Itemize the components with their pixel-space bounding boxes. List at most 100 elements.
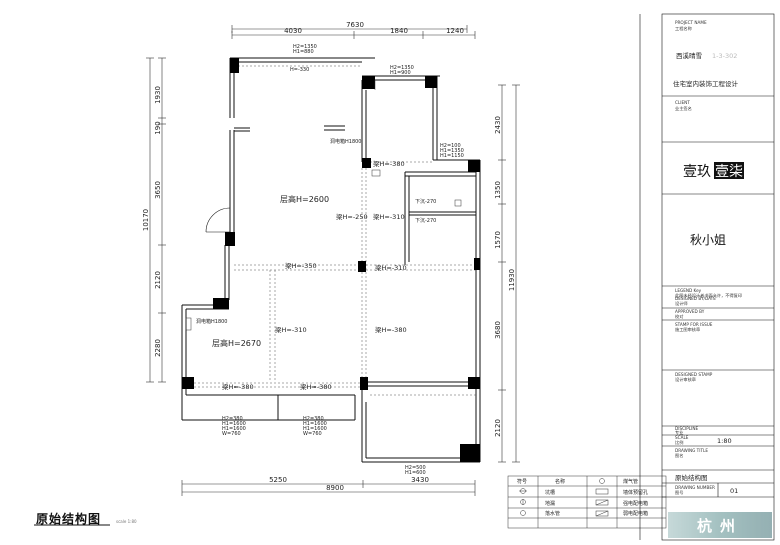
drawing-scale-note: scale 1:80 [116, 519, 137, 524]
tb-drawing-title-cn: 图名 [675, 452, 683, 459]
note-bottom-win-b-4: W=760 [303, 431, 322, 437]
drawing-name: 原始结构图 [36, 512, 102, 526]
dim-right-3: 1570 [494, 231, 502, 249]
top-dimensions [231, 25, 476, 39]
legend-item-strong-box: 强电配电箱 [623, 500, 648, 507]
dim-right-4: 3680 [494, 321, 502, 339]
dim-top-overall: 7630 [346, 21, 364, 29]
dim-left-2: 190 [154, 121, 162, 134]
note-side-window-3: H1=1150 [440, 153, 464, 159]
dim-top-3: 1240 [446, 27, 464, 35]
legend-item-pit: 坑槽 [545, 489, 555, 496]
dim-bottom-2: 3430 [411, 476, 429, 484]
tb-project-name-label-cn: 工程名称 [675, 25, 692, 32]
room-main-ceiling: 层高H=2600 [280, 194, 329, 204]
note-drop-2: 下沉-270 [415, 217, 436, 224]
note-top-window-b2: H1=900 [390, 70, 411, 76]
dim-left-5: 2280 [154, 339, 162, 357]
note-side-window-1: H2=100 [440, 143, 461, 149]
beam-label-8: 梁H=-380 [222, 382, 254, 391]
tb-notes-cn: 此图未经设计者书面允许，不得复印 [675, 292, 742, 299]
legend-item-gas-pipe: 煤气管 [623, 478, 638, 485]
beam-label-5: 梁H=-310 [375, 263, 407, 272]
dim-left-4: 2120 [154, 271, 162, 289]
tb-client-label-en: CLIENT [675, 100, 690, 105]
note-drop-1: 下沉-270 [415, 198, 436, 205]
note-outlet-2: 洞电箱H1800 [196, 318, 228, 325]
tb-project-type: 住宅室内装饰工程设计 [673, 79, 739, 88]
watermark: 杭州 [668, 512, 772, 538]
logo-text-2: 壹柒 [715, 164, 743, 180]
tb-scale-en: SCALE [675, 435, 689, 440]
note-bottom-win-b-2: H1=1600 [303, 421, 327, 427]
legend-item-wall-hole: 墙体预留孔 [623, 489, 648, 496]
room-lower-ceiling: 层高H=2670 [212, 338, 261, 348]
note-bottom-win-c-2: H1=600 [405, 470, 426, 476]
beam-label-1: 梁H=-380 [373, 159, 405, 168]
note-bottom-win-a-3: H1=1600 [222, 426, 246, 432]
beam-label-6: 梁H=-310 [275, 325, 307, 334]
bottom-dimensions [181, 480, 476, 496]
dim-left-1: 1930 [154, 86, 162, 104]
dim-right-overall: 11930 [508, 269, 516, 291]
tb-approved-label-en: APPROVED BY [675, 309, 705, 314]
tb-stamp-label-en: STAMP FOR ISSUE [675, 322, 713, 327]
tb-designed-label-cn: 设计师 [675, 300, 688, 307]
tb-project-name-label-en: PROJECT NAME [675, 20, 707, 25]
note-bottom-win-c-1: H2=500 [405, 465, 426, 471]
logo-text-1: 壹玖 [683, 164, 711, 180]
dim-top-1: 4030 [284, 27, 302, 35]
note-side-window-2: H1=1350 [440, 148, 464, 154]
walls [181, 57, 481, 463]
right-dimensions [498, 84, 520, 463]
tb-approved-label-cn: 校对 [675, 313, 683, 320]
note-top-window-b1: H2=1350 [390, 65, 414, 71]
dim-bottom-overall: 8900 [326, 484, 344, 492]
tb-stamp-label-cn: 施工图审核章 [675, 326, 700, 333]
tb-drawing-title-value: 原始结构图 [675, 473, 708, 482]
dim-left-3: 3650 [154, 181, 162, 199]
tb-discipline-cn: 专业 [675, 429, 683, 436]
note-outlet-1: 洞电箱H1800 [330, 138, 362, 145]
tb-notes-en: LEGEND Key [675, 288, 702, 293]
tb-designed-stamp-cn: 设计审核章 [675, 376, 696, 383]
dim-right-5: 2120 [494, 419, 502, 437]
beam-label-3: 梁H=-310 [373, 212, 405, 221]
dim-top-2: 1840 [390, 27, 408, 35]
fixtures [185, 80, 462, 331]
note-bottom-win-a-4: W=760 [222, 431, 241, 437]
tb-discipline-en: DISCIPLINE [675, 426, 699, 431]
title-block [639, 13, 775, 541]
company-logo: 壹玖 壹柒 [683, 162, 744, 180]
tb-project-name-suffix: 1-3-302 [712, 52, 737, 60]
legend-table [507, 475, 667, 529]
tb-project-name: 西溪晴雪 [676, 51, 702, 60]
tb-scale-value: 1:80 [717, 437, 732, 445]
tb-designed-label-en: DESIGNED BY/DATE [675, 296, 716, 301]
tb-client-label-cn: 业主签名 [675, 105, 692, 112]
legend-header-name-1: 名称 [555, 478, 565, 485]
tb-drawing-title-en: DRAWING TITLE [675, 448, 708, 453]
entry-door [205, 207, 231, 233]
note-top-window-a1: H2=1350 [293, 44, 317, 50]
beam-label-7: 梁H=-380 [375, 325, 407, 334]
legend-item-floor-drain: 地漏 [545, 500, 555, 507]
note-bottom-win-b-3: H1=1600 [303, 426, 327, 432]
legend-item-weak-box: 弱电配电箱 [623, 510, 648, 517]
legend-header-symbol-1: 符号 [517, 478, 527, 485]
beam-label-2: 梁H=-250 [336, 212, 368, 221]
tb-drawing-number-value: 01 [730, 487, 738, 495]
tb-client-name: 秋小姐 [690, 233, 726, 247]
tb-drawing-number-en: DRAWING NUMBER [675, 485, 715, 490]
note-top-beam: H=-330 [290, 67, 309, 73]
beam-label-4: 梁H=-350 [285, 261, 317, 270]
legend-item-downpipe: 落水管 [545, 510, 560, 517]
tb-designed-stamp-en: DESIGNED STAMP [675, 372, 713, 377]
beam-lines [186, 65, 476, 396]
dim-bottom-1: 5250 [269, 476, 287, 484]
beam-label-9: 梁H=-380 [300, 382, 332, 391]
note-bottom-win-b-1: H2=380 [303, 416, 324, 422]
left-dimensions [146, 57, 166, 383]
